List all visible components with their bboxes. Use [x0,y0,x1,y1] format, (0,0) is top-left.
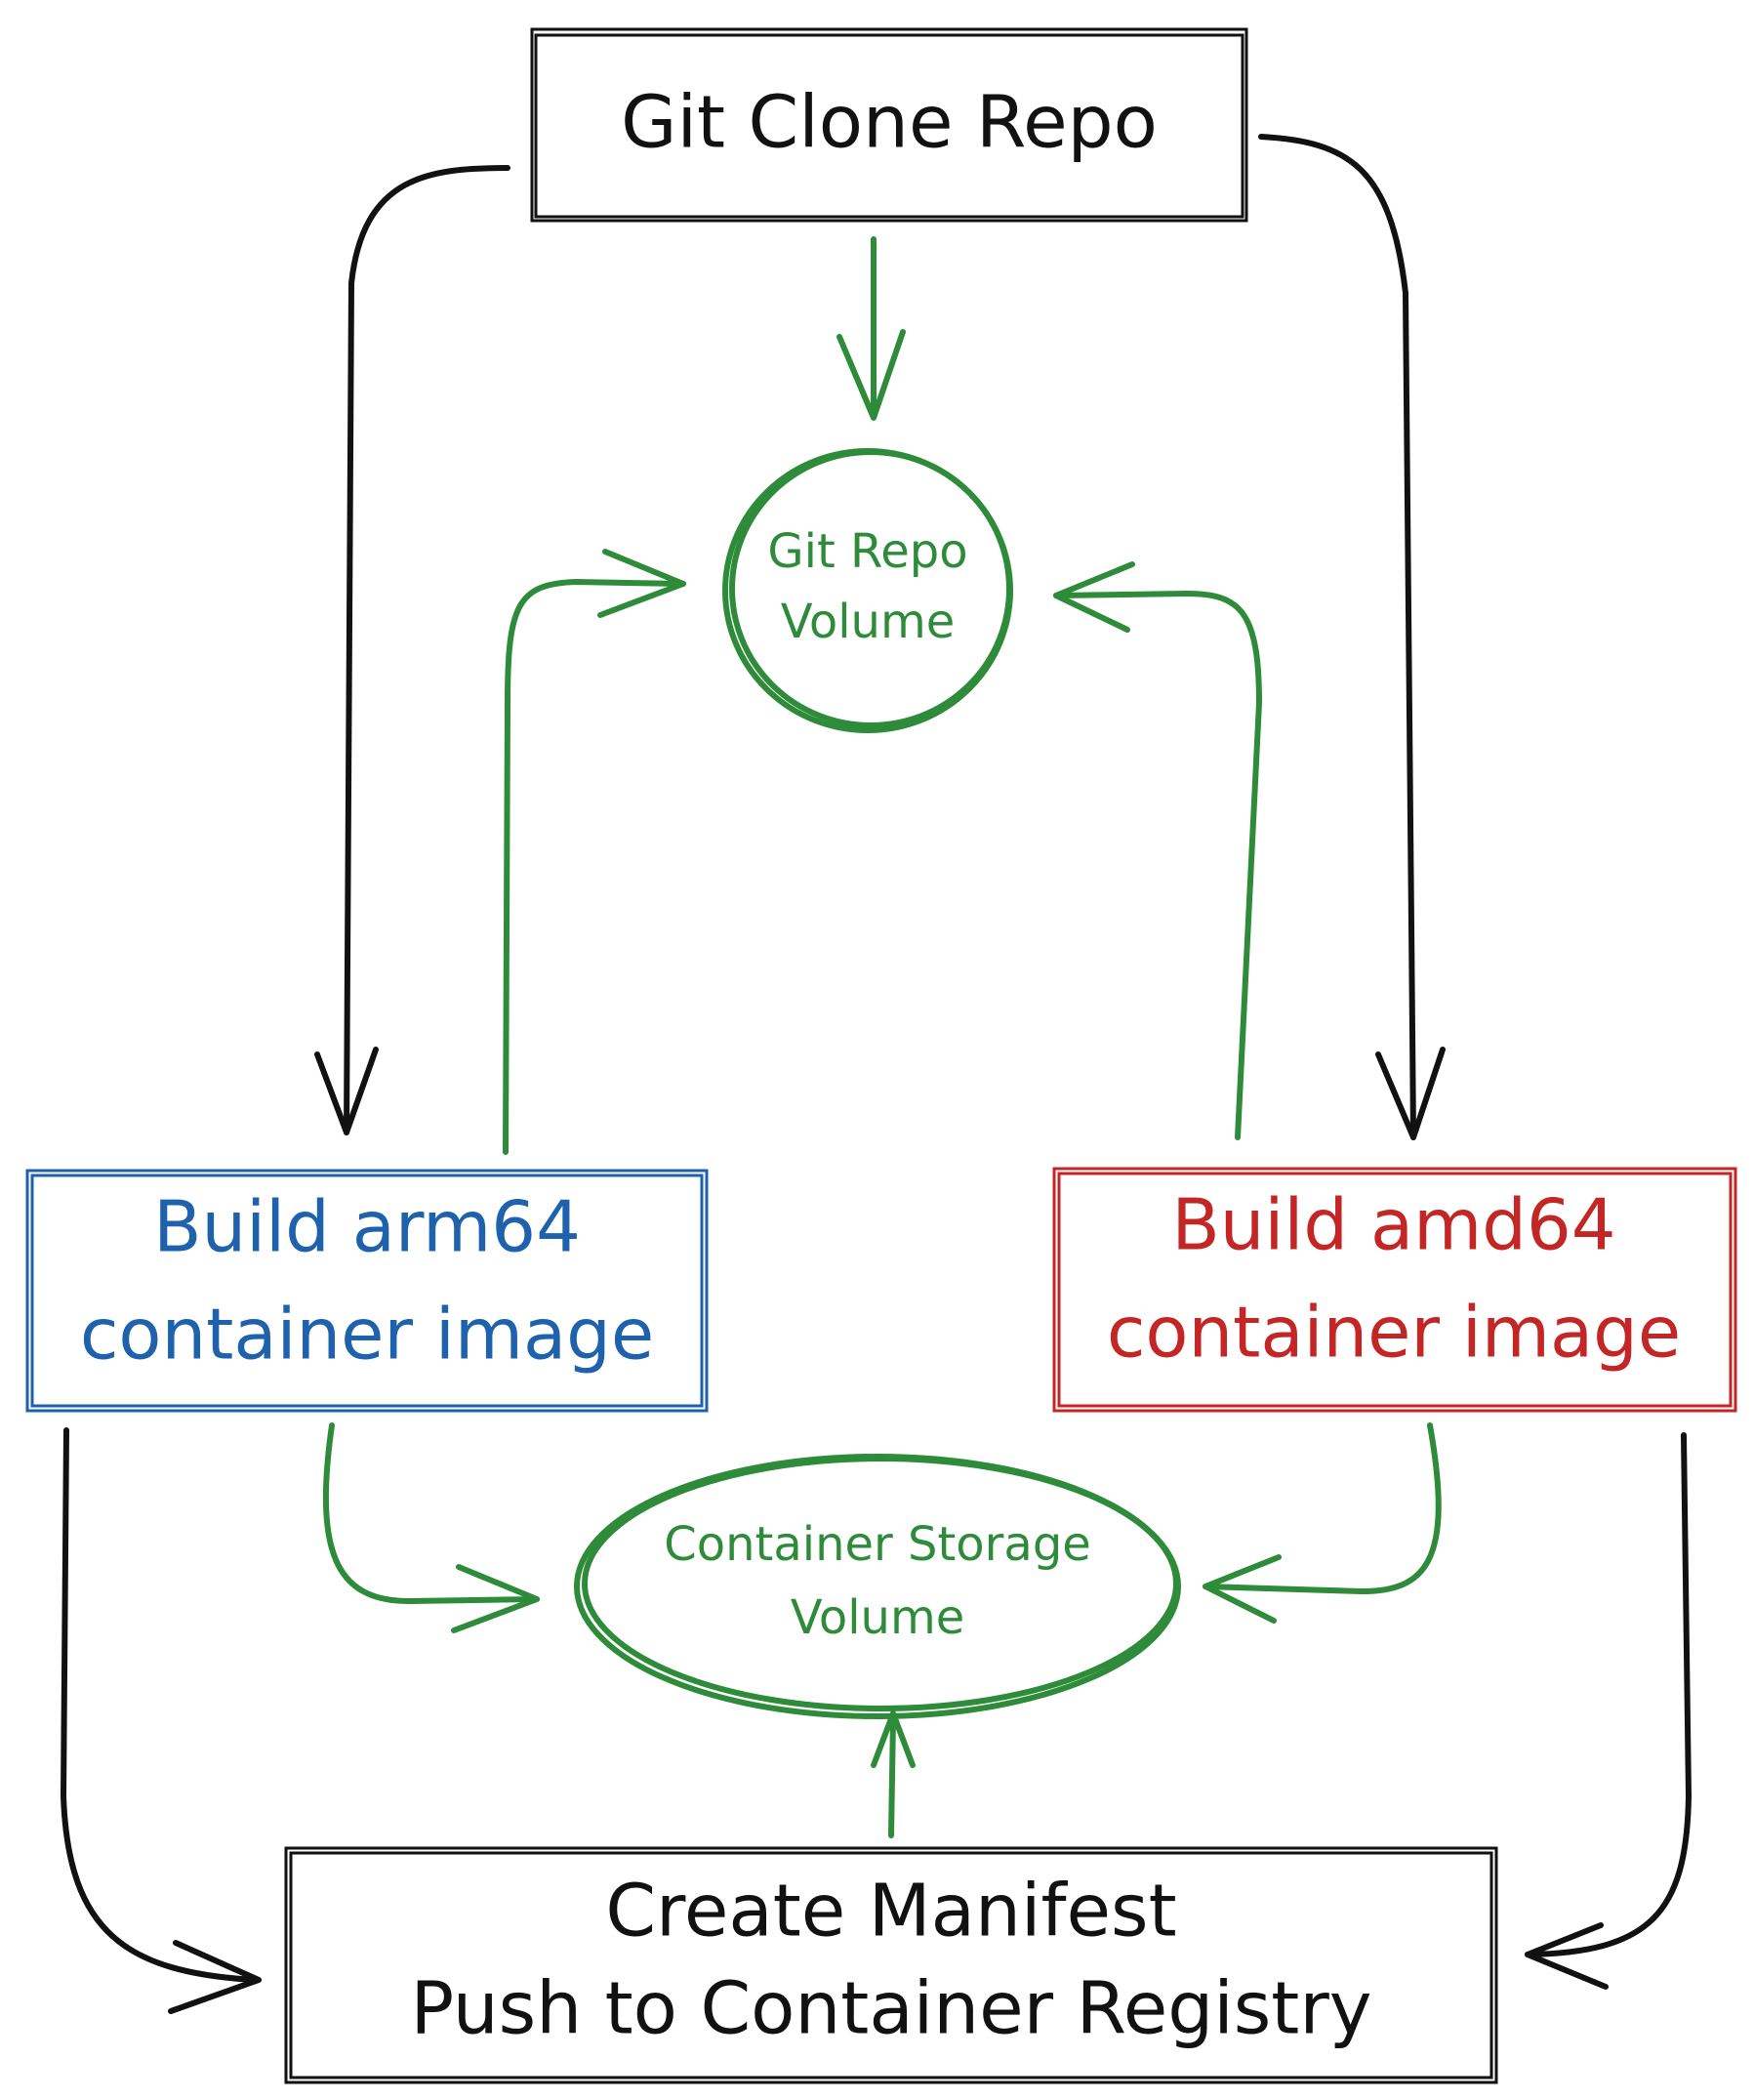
arrow-amd64-to-storage-volume [1203,1422,1442,1624]
build-arm64-node: Build arm64 container image [25,1169,709,1413]
create-manifest-label-line2: Push to Container Registry [410,1967,1371,2051]
git-repo-volume-label-line1: Git Repo [767,524,967,579]
arrow-arm64-to-manifest [61,1427,262,2014]
create-manifest-label-line1: Create Manifest [605,1870,1176,1954]
arrow-git-clone-to-repo-volume [836,236,906,421]
arrow-arm64-to-repo-volume [503,549,686,1155]
build-amd64-label-line2: container image [1107,1292,1681,1374]
git-clone-repo-node: Git Clone Repo [530,27,1248,223]
container-storage-volume-label-line1: Container Storage [664,1517,1091,1572]
arrow-git-clone-to-arm64 [314,165,510,1135]
build-arm64-label-line2: container image [80,1294,654,1376]
container-storage-volume-label-line2: Volume [791,1590,965,1645]
git-clone-repo-label: Git Clone Repo [621,81,1158,165]
git-repo-volume-label-line2: Volume [781,595,956,649]
arrow-amd64-to-manifest [1525,1432,1692,1990]
create-manifest-node: Create Manifest Push to Container Regist… [284,1846,1498,2084]
build-amd64-node: Build amd64 container image [1052,1167,1737,1413]
arrow-arm64-to-storage-volume [323,1422,540,1633]
arrow-amd64-to-repo-volume [1053,561,1262,1140]
build-amd64-label-line1: Build amd64 [1171,1184,1615,1266]
git-repo-volume-node: Git Repo Volume [722,448,1013,733]
arrow-git-clone-to-amd64 [1258,134,1446,1140]
container-storage-volume-node: Container Storage Volume [574,1454,1181,1719]
arrow-manifest-to-storage-volume [871,1710,916,1838]
build-arm64-label-line1: Build arm64 [153,1186,581,1268]
